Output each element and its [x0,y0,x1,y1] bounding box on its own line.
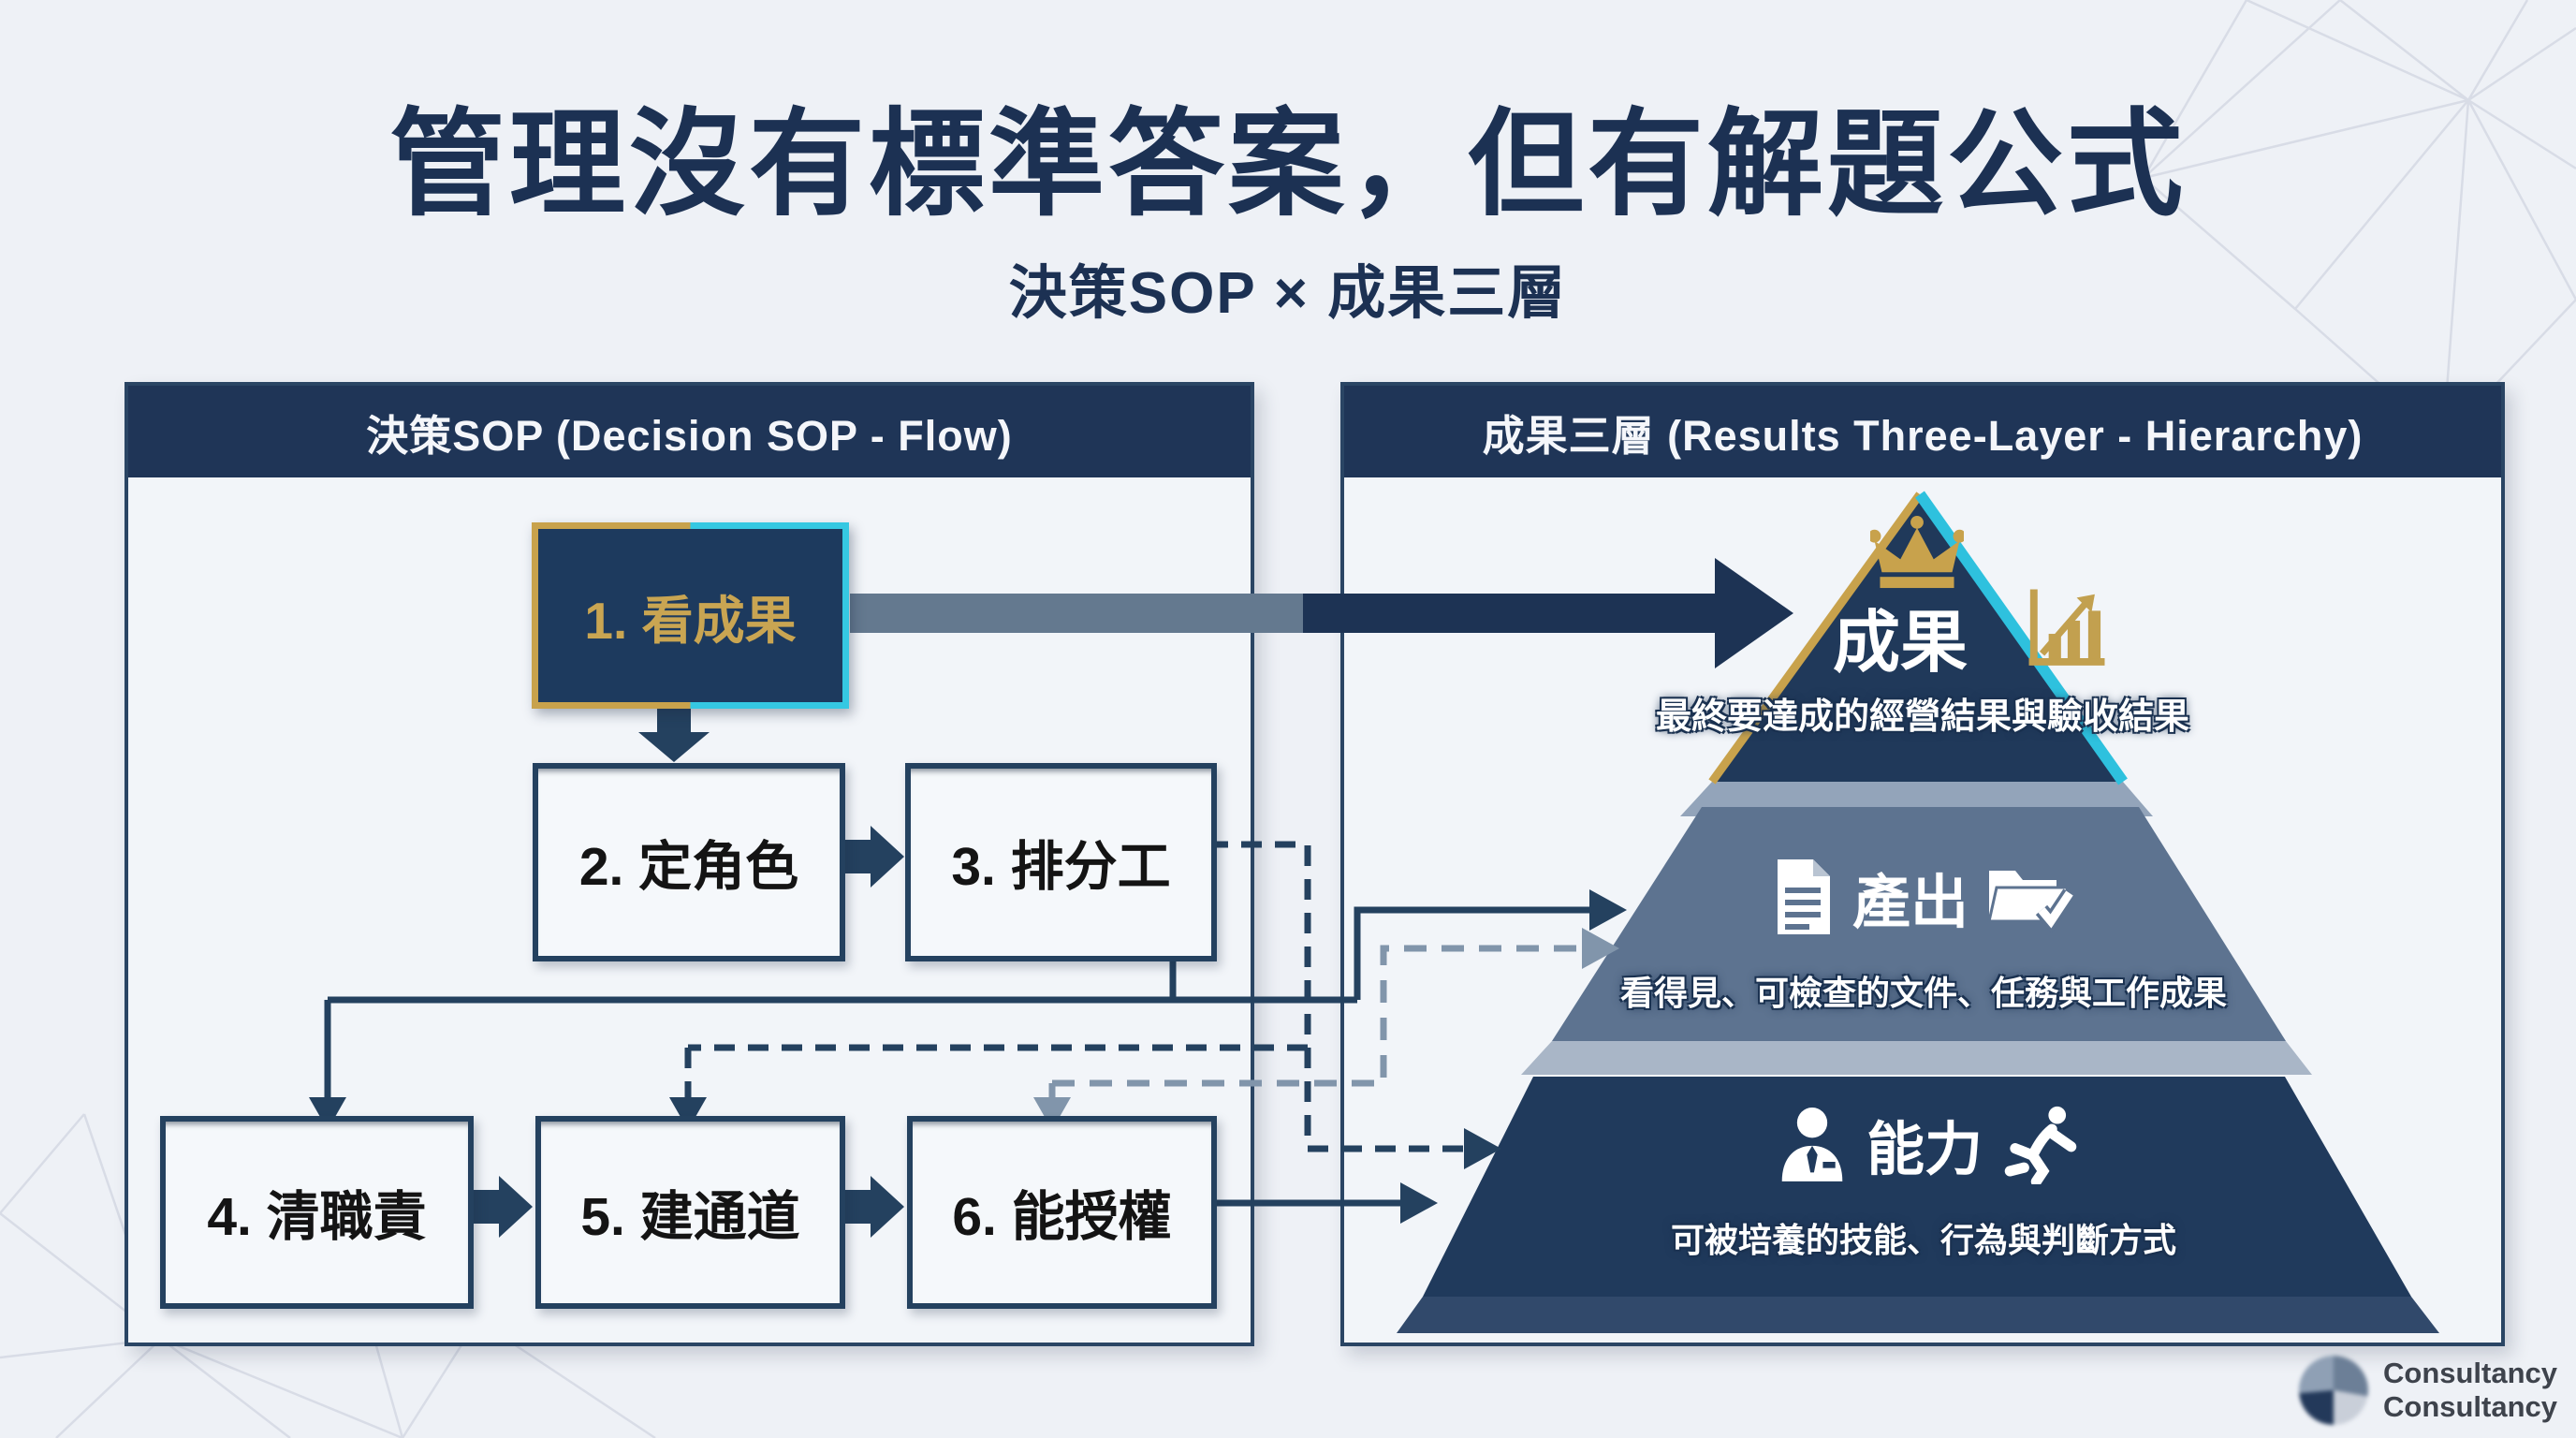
connector-gray-dashed [1048,945,1582,1097]
step-6-label: 6. 能授權 [952,1187,1172,1247]
arrow-step5-to-step6 [837,1176,904,1238]
outputs-layer-name: 產出 [1852,871,1969,935]
step-3-assign-work: 3. 排分工 [905,763,1217,961]
capability-layer-name: 能力 [1866,1118,1983,1182]
results-layer-title-row: 成果 [1778,595,2022,681]
step-1-see-results: 1. 看成果 [532,522,849,709]
bar-chart-icon [2028,589,2105,666]
brand-line-2: Consultancy [2383,1390,2558,1423]
page-subtitle: 決策SOP × 成果三層 [1008,261,1568,326]
page-title: 管理沒有標準答案，但有解題公式 [388,100,2187,229]
capability-layer-description: 可被培養的技能、行為與判斷方式 [1670,1221,2176,1259]
step-4-label: 4. 清職責 [207,1187,427,1247]
results-three-layer-panel-header: 成果三層 (Results Three-Layer - Hierarchy) [1344,386,2501,477]
outputs-layer-title-row: 產出 [1741,850,2106,944]
brand-logo-icon [2299,1356,2368,1425]
crown-icon [1870,515,1964,589]
person-icon [1781,1108,1843,1181]
step-2-label: 2. 定角色 [578,837,799,897]
results-layer-name: 成果 [1832,605,1968,681]
capability-layer-title-row: 能力 [1750,1097,2106,1191]
step-4-clarify-duties: 4. 清職責 [160,1116,474,1309]
connector-step3-dashed [684,841,1464,1152]
arrow-step2-to-step3 [837,826,904,888]
step-5-build-channels: 5. 建通道 [535,1116,845,1309]
decision-sop-panel-header: 決策SOP (Decision SOP - Flow) [128,386,1251,477]
step-3-label: 3. 排分工 [951,837,1171,897]
outputs-layer-description: 看得見、可檢查的文件、任務與工作成果 [1619,974,2227,1012]
folder-check-icon [1987,871,2075,932]
brand-logo: Consultancy Consultancy [2299,1356,2557,1425]
connector-step3-to-step4-and-outputs [324,906,1589,1097]
results-layer-description: 最終要達成的經營結果與驗收結果 [1655,697,2189,737]
capability-layer-shape [1423,1077,2411,1297]
step-6-empower: 6. 能授權 [907,1116,1217,1309]
outputs-layer-shape [1552,807,2286,1041]
brand-line-1: Consultancy [2383,1357,2558,1389]
runner-icon [2004,1106,2077,1184]
arrow-step4-to-step5 [465,1176,533,1238]
step-2-define-roles: 2. 定角色 [533,763,845,961]
document-icon [1777,859,1830,934]
step-5-label: 5. 建通道 [580,1187,800,1247]
brand-logo-text: Consultancy Consultancy [2383,1357,2557,1424]
arrow-step1-to-results [850,558,1793,668]
step-1-label: 1. 看成果 [584,591,797,650]
results-layer-shape [1712,494,2123,782]
